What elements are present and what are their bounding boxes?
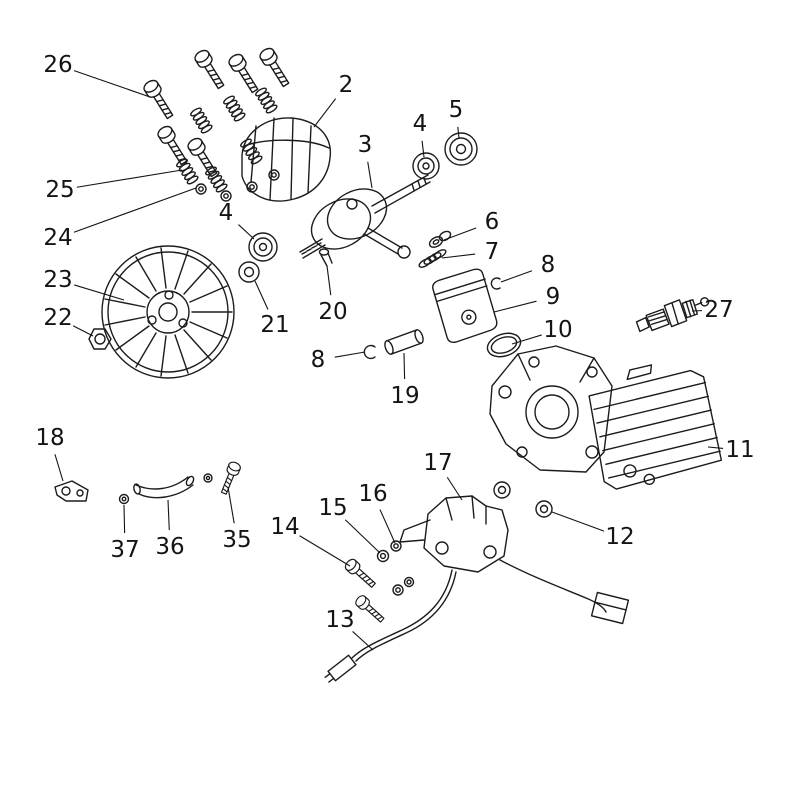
part-label-18: 18 — [35, 425, 64, 451]
part-label-36: 36 — [155, 534, 184, 560]
part-17-ignition-coil — [399, 495, 509, 573]
part-9-piston — [432, 268, 498, 344]
part-label-11: 11 — [725, 437, 754, 463]
leader-line-35 — [227, 486, 235, 524]
part-label-14: 14 — [270, 514, 299, 540]
part-8-circlip-right — [490, 277, 501, 290]
part-label-17: 17 — [423, 450, 452, 476]
leader-line-21 — [254, 280, 269, 310]
part-16-washer — [390, 540, 402, 552]
leader-line-13 — [352, 631, 374, 651]
part-label-25: 25 — [45, 177, 74, 203]
part-27-spark-plug — [635, 297, 710, 333]
leader-line-18 — [54, 454, 64, 482]
part-label-19: 19 — [390, 383, 419, 409]
part-label-22: 22 — [43, 305, 72, 331]
part-label-26: 26 — [43, 52, 72, 78]
part-36-fuel-hose — [133, 475, 195, 499]
part-label-12: 12 — [605, 524, 634, 550]
part-label-2: 2 — [339, 72, 354, 98]
part-label-10: 10 — [543, 317, 572, 343]
part-19-piston-pin — [384, 329, 424, 355]
leader-line-8-right — [500, 270, 533, 283]
leader-line-16 — [379, 509, 396, 544]
leader-line-19 — [403, 352, 406, 380]
part-11-cylinder — [588, 364, 723, 490]
leader-line-36 — [167, 499, 170, 531]
part-label-4-left: 4 — [219, 200, 234, 226]
leader-line-37 — [123, 504, 126, 534]
part-4-bearing-right — [412, 152, 440, 180]
part-18-pawl — [54, 480, 89, 502]
part-label-20: 20 — [318, 299, 347, 325]
leader-line-4-left — [238, 224, 255, 240]
leader-line-17 — [446, 476, 463, 501]
part-label-8-right: 8 — [541, 252, 556, 278]
leader-line-24 — [73, 187, 197, 233]
part-label-16: 16 — [358, 481, 387, 507]
leader-line-12 — [551, 511, 605, 532]
part-label-21: 21 — [260, 312, 289, 338]
part-10-gasket-ring — [486, 332, 522, 358]
leader-line-2 — [313, 98, 337, 128]
part-2-starter-cup — [241, 117, 332, 202]
part-lower-bolt-set — [353, 576, 415, 626]
leader-line-11 — [707, 446, 724, 449]
part-20-woodruff-key — [318, 248, 333, 267]
part-label-7: 7 — [485, 239, 500, 265]
part-label-27: 27 — [704, 297, 733, 323]
part-label-37: 37 — [110, 537, 139, 563]
part-crankcase — [489, 345, 613, 473]
leader-line-23 — [74, 284, 125, 301]
leader-line-5 — [457, 126, 460, 139]
part-4-bearing-left — [248, 232, 278, 262]
part-15-washer — [376, 549, 390, 563]
part-12-washers — [493, 481, 553, 518]
part-8-circlip-left — [363, 344, 376, 360]
part-35-bolt — [203, 460, 243, 497]
leader-line-26 — [73, 70, 151, 98]
part-14-bolt — [342, 556, 379, 591]
part-label-8-left: 8 — [311, 347, 326, 373]
part-label-5: 5 — [449, 97, 464, 123]
part-label-13: 13 — [325, 607, 354, 633]
leader-line-9 — [493, 300, 537, 313]
part-label-6: 6 — [485, 209, 500, 235]
leader-line-25 — [76, 169, 183, 188]
leader-line-22 — [72, 325, 94, 337]
part-37-washer — [118, 493, 130, 505]
part-label-23: 23 — [43, 267, 72, 293]
part-23-flywheel — [101, 245, 235, 379]
part-label-9: 9 — [546, 284, 561, 310]
leader-line-4-right — [421, 140, 425, 158]
leader-line-8-left — [334, 351, 366, 358]
part-13-ignition-wire — [324, 559, 630, 683]
leader-line-20 — [326, 265, 332, 296]
part-label-15: 15 — [318, 495, 347, 521]
leader-line-7 — [441, 253, 476, 259]
part-22-nut — [88, 328, 112, 350]
part-label-4-right: 4 — [413, 111, 428, 137]
leader-line-10 — [511, 334, 542, 345]
part-5-bearing-seal — [444, 132, 478, 166]
leader-line-15 — [344, 519, 381, 554]
part-21-washer — [238, 261, 260, 283]
part-label-3: 3 — [358, 132, 373, 158]
part-25-springs — [174, 86, 279, 194]
parts-artwork — [54, 45, 723, 683]
part-3-crankshaft — [299, 174, 431, 259]
part-7-spring — [418, 249, 447, 268]
part-label-35: 35 — [222, 527, 251, 553]
part-label-24: 24 — [43, 225, 72, 251]
leader-line-14 — [299, 535, 351, 567]
leader-line-6 — [443, 227, 477, 241]
part-6-washers — [428, 230, 452, 248]
leader-line-3 — [367, 161, 373, 189]
